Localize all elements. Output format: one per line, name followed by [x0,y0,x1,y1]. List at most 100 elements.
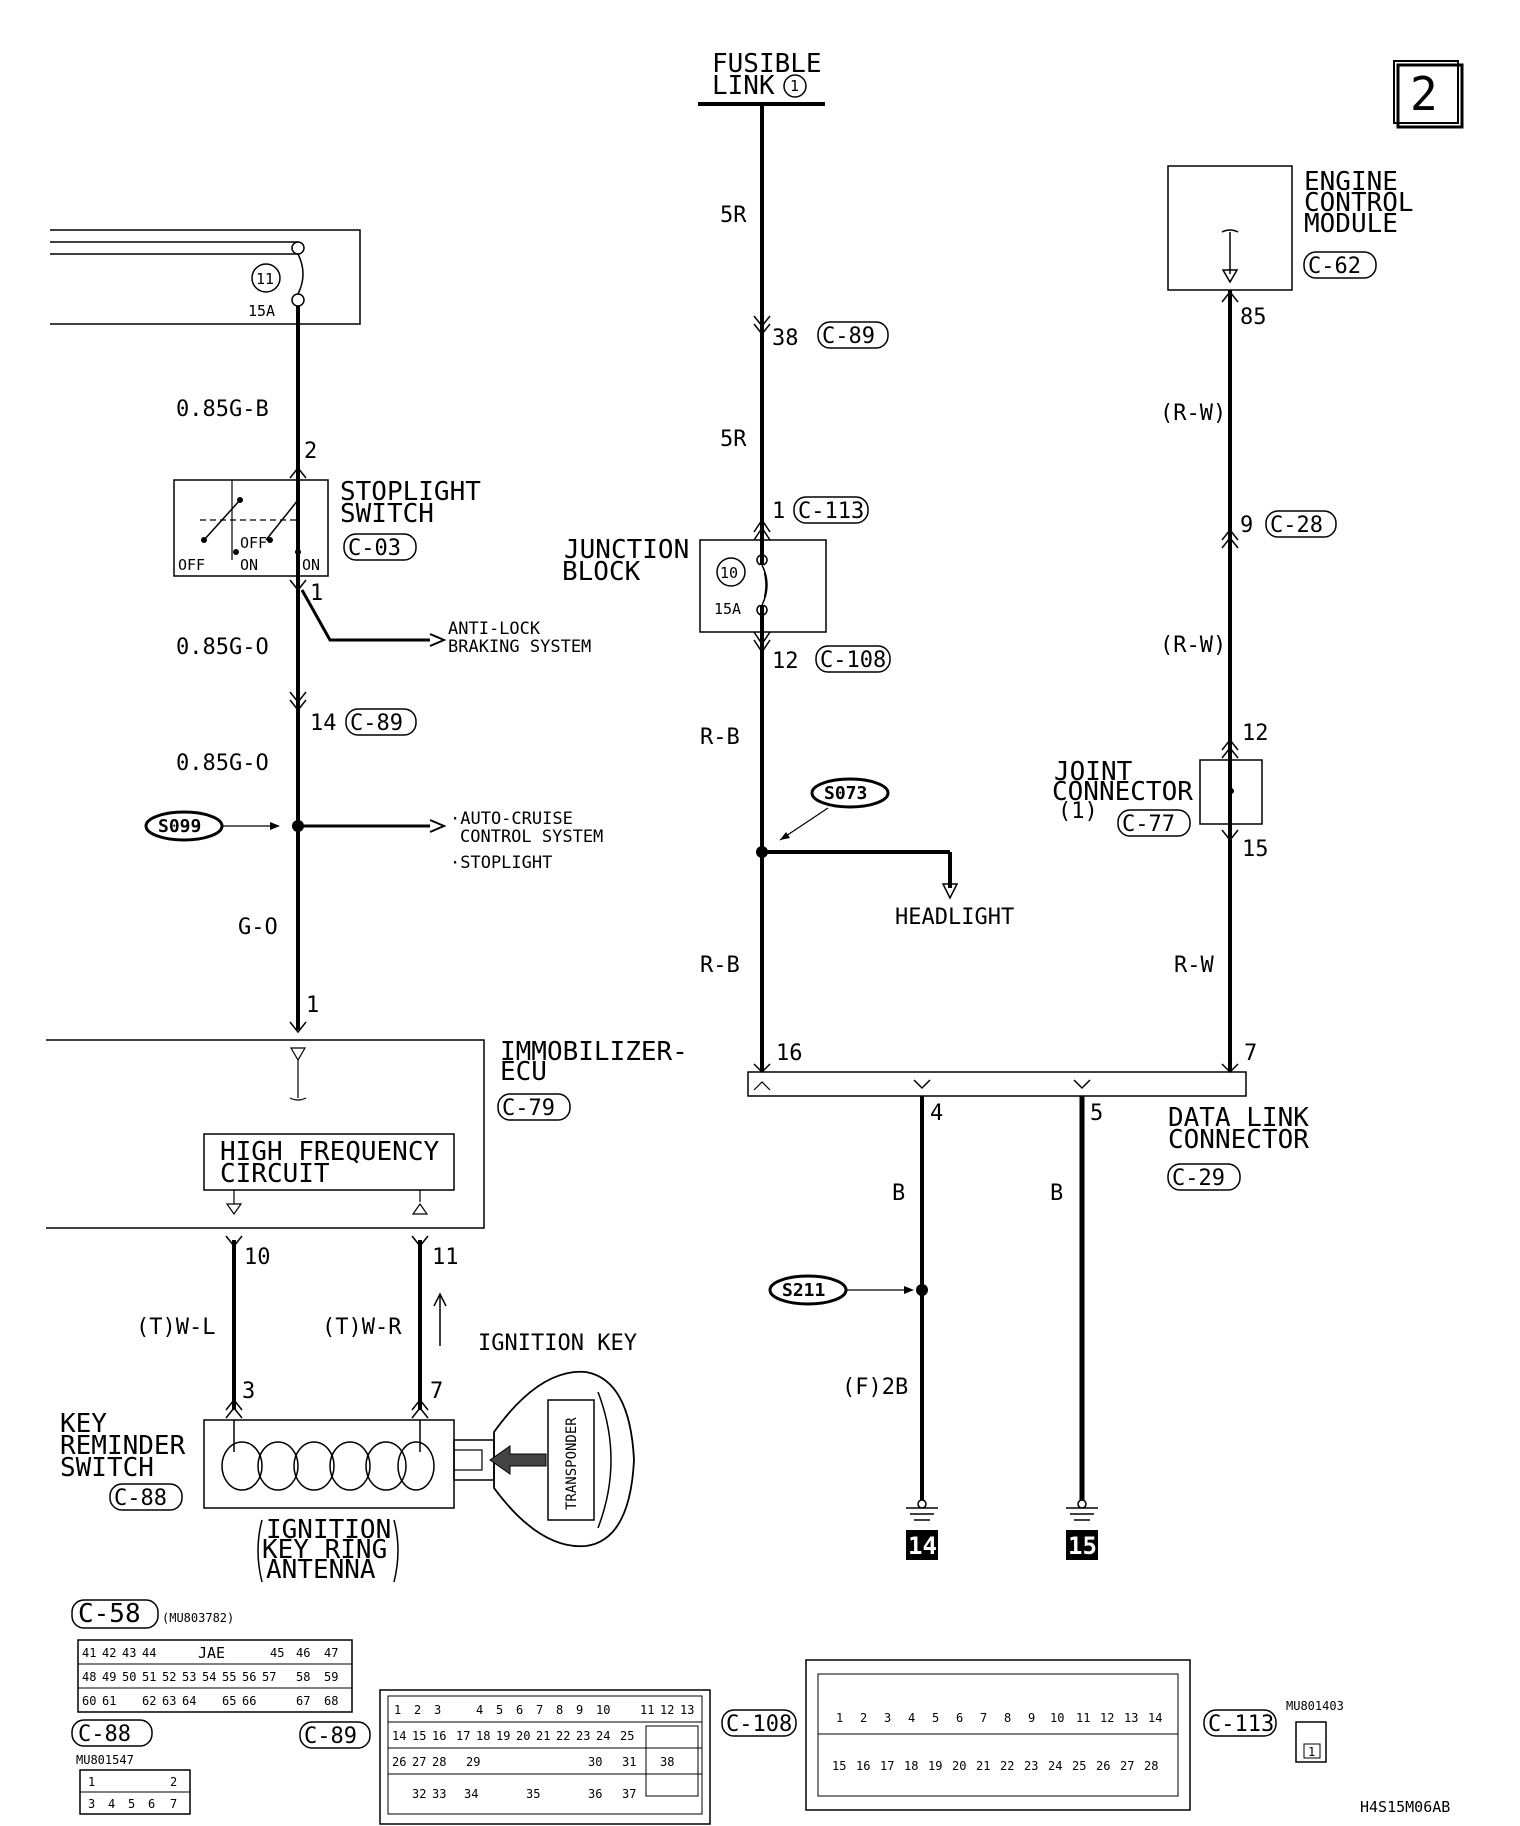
c113-p14: 14 [1148,1711,1162,1725]
c89-p36: 36 [588,1787,602,1801]
wire-label-twl: (T)W-L [136,1315,215,1340]
joint-pin-bot: 15 [1242,837,1269,862]
c113-p2: 2 [860,1711,867,1725]
c28-label: C-28 [1270,513,1323,538]
c58-r3-68: 68 [324,1694,338,1708]
c113-p7: 7 [980,1711,987,1725]
fuse-11-box: 11 15A [50,229,361,325]
wire-label-twr: (T)W-R [322,1315,402,1340]
splice-s073: S073 HEADLIGHT [756,777,1014,930]
c89a-label: C-89 [822,324,875,349]
wire-label-rw1: (R-W) [1160,401,1226,426]
stoplight-switch: OFF OFF ON ON STOPLIGHT SWITCH C-03 [173,477,481,577]
mu801403-pin: 1 [1308,1745,1315,1759]
c89-p1: 1 [394,1703,401,1717]
c89-p26: 26 [392,1755,406,1769]
joint-line1: JOINT [1054,757,1133,787]
c58-r3-67: 67 [296,1694,310,1708]
c58-r3-66: 66 [242,1694,256,1708]
mu801403-part: MU801403 [1286,1699,1344,1713]
c89-p2: 2 [414,1703,421,1717]
dlc-pin5: 5 [1090,1101,1103,1126]
c58-r3-64: 64 [182,1694,196,1708]
ecm-line3: MODULE [1304,209,1398,239]
c58-r2-53: 53 [182,1670,196,1684]
c58-r1-41: 41 [82,1646,96,1660]
c88-pin7: 7 [170,1797,177,1811]
key-reminder-pin-b: 7 [430,1379,443,1404]
c108-label: C-108 [820,648,886,673]
c88-label: C-88 [78,1722,131,1747]
joint-connector-ref: C-77 [1122,812,1175,837]
c89-p13: 13 [680,1703,694,1717]
ignition-key-label: IGNITION KEY [478,1331,637,1356]
dlc-line1: DATA LINK [1168,1103,1309,1133]
fuse10-rating: 15A [714,600,741,618]
c58-r1-44: 44 [142,1646,156,1660]
fusible-link-number: 1 [790,77,799,95]
fusible-link-line1: FUSIBLE [712,49,822,79]
immobilizer-line1: IMMOBILIZER- [500,1037,688,1067]
c108-pin: 12 [772,649,799,674]
stoplight-off1: OFF [178,556,205,574]
wire-label-b1: B [892,1181,905,1206]
c89-p33: 33 [432,1787,446,1801]
ground-14: 14 [906,1499,938,1560]
c113-p26: 26 [1096,1759,1110,1773]
c113-p22: 22 [1000,1759,1014,1773]
page-number-box: 2 [1393,60,1464,129]
splice-s099-label: S099 [158,816,201,837]
c89-p19: 19 [496,1729,510,1743]
joint-line3: (1) [1058,799,1098,824]
immobilizer-connector: C-79 [502,1096,555,1121]
c88-pin4: 4 [108,1797,115,1811]
c113-p5: 5 [932,1711,939,1725]
immobilizer-pin-in: 1 [306,993,319,1018]
c89a-pin: 38 [772,326,799,351]
c89-p31: 31 [622,1755,636,1769]
c113-p16: 16 [856,1759,870,1773]
c113-p11: 11 [1076,1711,1090,1725]
wire-label-b2: B [1050,1181,1063,1206]
c89-p5: 5 [496,1703,503,1717]
c58-r2-56: 56 [242,1670,256,1684]
splice-s211-label: S211 [782,1280,825,1301]
headlight-label: HEADLIGHT [895,905,1014,930]
antenna-line1: IGNITION [266,1515,391,1545]
c89-p3: 3 [434,1703,441,1717]
c113-view-label: C-113 [1208,1712,1274,1737]
ecm-connector: C-62 [1308,254,1361,279]
c113-p9: 9 [1028,1711,1035,1725]
wire-label-5r-b: 5R [720,427,747,452]
c58-r2-48: 48 [82,1670,96,1684]
c113-p20: 20 [952,1759,966,1773]
c88-pin5: 5 [128,1797,135,1811]
c58-r2-49: 49 [102,1670,116,1684]
c89-p28: 28 [432,1755,446,1769]
c89-p14: 14 [392,1729,406,1743]
c113-p23: 23 [1024,1759,1038,1773]
c89-p25: 25 [620,1729,634,1743]
abs-line2: BRAKING SYSTEM [448,637,591,657]
c89-p15: 15 [412,1729,426,1743]
dlc-pin7: 7 [1244,1041,1257,1066]
wire-label-gb: 0.85G-B [176,397,269,422]
c89-p6: 6 [516,1703,523,1717]
c89-p16: 16 [432,1729,446,1743]
stoplight-line1: STOPLIGHT [340,477,481,507]
wire-label-go1: 0.85G-O [176,635,269,660]
c58-r3-63: 63 [162,1694,176,1708]
c89-p8: 8 [556,1703,563,1717]
wire-label-rb2: R-B [700,953,740,978]
transponder-label: TRANSPONDER [564,1417,580,1510]
c58-r3-61: 61 [102,1694,116,1708]
antenna-line2: KEY RING [262,1535,387,1565]
splice-s099: S099 ·AUTO-CRUISE CONTROL SYSTEM ·STOPLI… [144,809,603,873]
c58-label: C-58 [78,1599,141,1629]
hf-line2: CIRCUIT [220,1159,330,1189]
antenna-line3: ANTENNA [266,1555,376,1585]
c89-p10: 10 [596,1703,610,1717]
wire-label-rb1: R-B [700,725,740,750]
immobilizer-pin-a: 10 [244,1245,271,1270]
c113-pin: 1 [772,499,785,524]
